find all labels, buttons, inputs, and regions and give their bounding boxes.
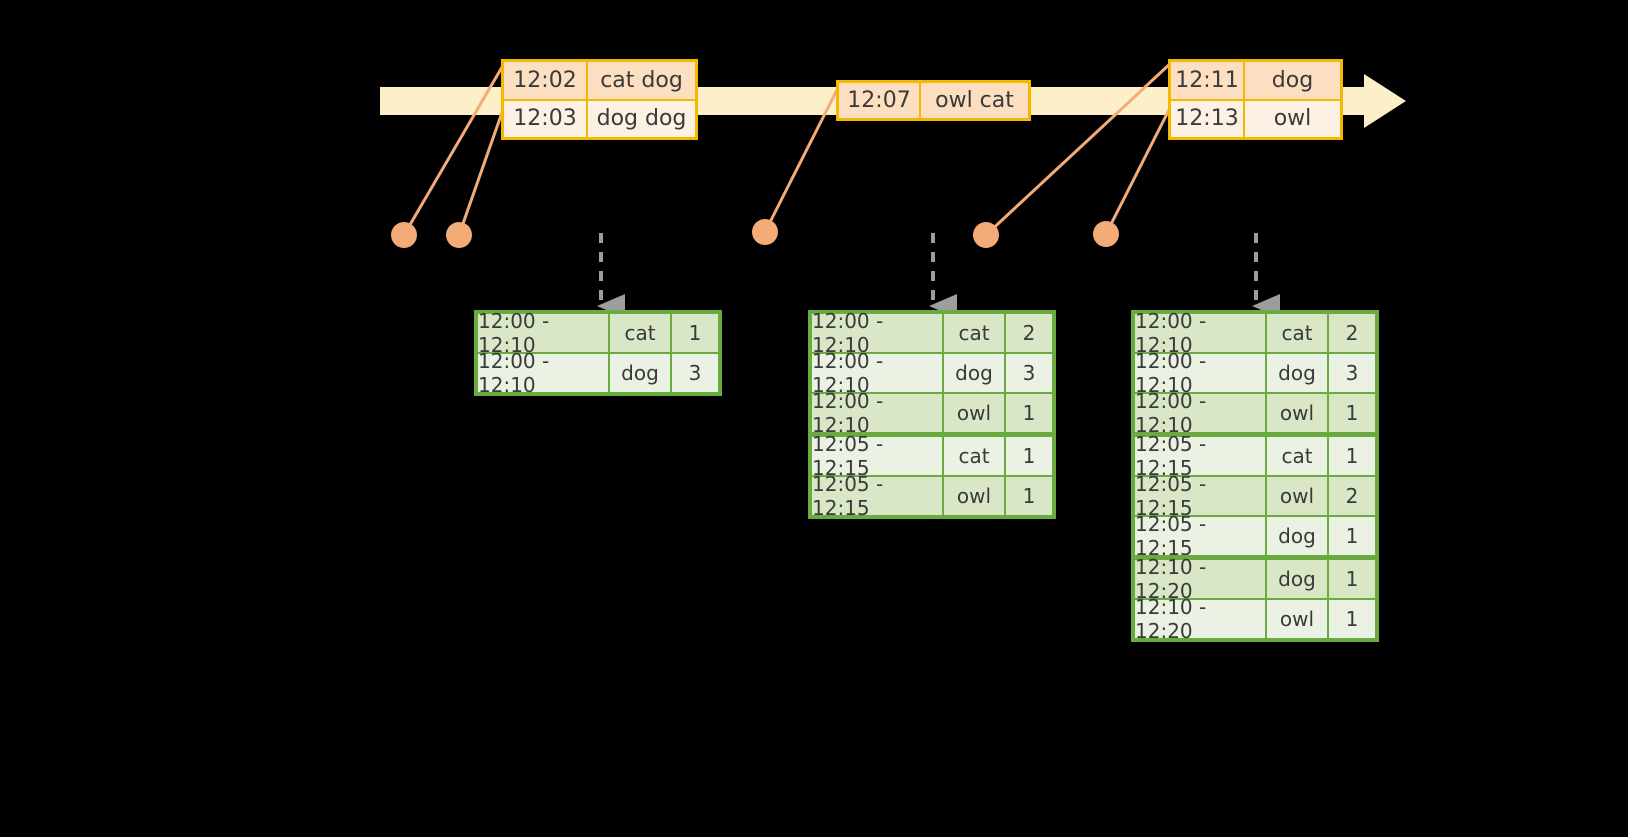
- event-row: 12:03 dog dog: [504, 98, 695, 137]
- cell-count: 1: [1006, 477, 1052, 515]
- cell-window: 12:00 - 12:10: [1135, 389, 1267, 437]
- cell-count: 1: [1329, 394, 1375, 432]
- cell-word: dog: [944, 354, 1006, 392]
- cell-count: 1: [1329, 560, 1375, 598]
- cell-window: 12:00 - 12:10: [812, 309, 944, 357]
- cell-count: 3: [672, 354, 718, 392]
- cell-window: 12:05 - 12:15: [812, 472, 944, 520]
- cell-word: dog: [1267, 354, 1329, 392]
- event-dot-2[interactable]: [446, 222, 472, 248]
- connector-5: [1104, 103, 1174, 235]
- connector-2: [457, 103, 507, 236]
- cell-word: dog: [1267, 517, 1329, 555]
- event-row: 12:07 owl cat: [839, 83, 1028, 118]
- cell-word: dog: [610, 354, 672, 392]
- cell-word: owl: [944, 477, 1006, 515]
- cell-window: 12:00 - 12:10: [812, 389, 944, 437]
- cell-word: owl: [944, 394, 1006, 432]
- event-dot-3[interactable]: [752, 219, 778, 245]
- cell-count: 1: [672, 314, 718, 352]
- event-time: 12:07: [839, 83, 921, 118]
- cell-count: 2: [1006, 314, 1052, 352]
- cell-word: cat: [610, 314, 672, 352]
- event-row: 12:13 owl: [1171, 98, 1340, 137]
- event-time: 12:03: [504, 100, 588, 137]
- event-group-1[interactable]: 12:02 cat dog 12:03 dog dog: [501, 59, 698, 140]
- event-dot-5[interactable]: [1093, 221, 1119, 247]
- cell-word: owl: [1267, 477, 1329, 515]
- cell-word: cat: [1267, 314, 1329, 352]
- cell-window: 12:10 - 12:20: [1135, 555, 1267, 603]
- event-words: dog: [1245, 62, 1340, 99]
- event-dot-1[interactable]: [391, 222, 417, 248]
- cell-word: cat: [944, 314, 1006, 352]
- cell-window: 12:00 - 12:10: [1135, 349, 1267, 397]
- cell-window: 12:05 - 12:15: [1135, 472, 1267, 520]
- cell-count: 1: [1006, 394, 1052, 432]
- event-group-2[interactable]: 12:07 owl cat: [836, 80, 1031, 121]
- cell-word: cat: [944, 437, 1006, 475]
- event-words: owl: [1245, 100, 1340, 137]
- cell-window: 12:00 - 12:10: [478, 349, 610, 397]
- cell-count: 1: [1329, 437, 1375, 475]
- cell-window: 12:05 - 12:15: [1135, 432, 1267, 480]
- cell-count: 2: [1329, 314, 1375, 352]
- cell-word: owl: [1267, 600, 1329, 638]
- cell-word: dog: [1267, 560, 1329, 598]
- cell-count: 1: [1329, 600, 1375, 638]
- event-time: 12:13: [1171, 100, 1245, 137]
- cell-count: 3: [1329, 354, 1375, 392]
- cell-count: 1: [1329, 517, 1375, 555]
- event-row: 12:11 dog: [1171, 62, 1340, 99]
- event-dot-4[interactable]: [973, 222, 999, 248]
- cell-count: 3: [1006, 354, 1052, 392]
- event-words: cat dog: [588, 62, 695, 99]
- event-words: dog dog: [588, 100, 695, 137]
- event-time: 12:02: [504, 62, 588, 99]
- cell-window: 12:05 - 12:15: [812, 432, 944, 480]
- cell-count: 1: [1006, 437, 1052, 475]
- event-group-3[interactable]: 12:11 dog 12:13 owl: [1168, 59, 1343, 140]
- cell-window: 12:00 - 12:10: [478, 309, 610, 357]
- cell-window: 12:00 - 12:10: [1135, 309, 1267, 357]
- event-row: 12:02 cat dog: [504, 62, 695, 99]
- event-words: owl cat: [921, 83, 1028, 118]
- cell-word: cat: [1267, 437, 1329, 475]
- cell-window: 12:05 - 12:15: [1135, 512, 1267, 560]
- event-time: 12:11: [1171, 62, 1245, 99]
- cell-window: 12:10 - 12:20: [1135, 595, 1267, 643]
- cell-count: 2: [1329, 477, 1375, 515]
- cell-word: owl: [1267, 394, 1329, 432]
- timeline-arrowhead: [1364, 74, 1406, 128]
- cell-window: 12:00 - 12:10: [812, 349, 944, 397]
